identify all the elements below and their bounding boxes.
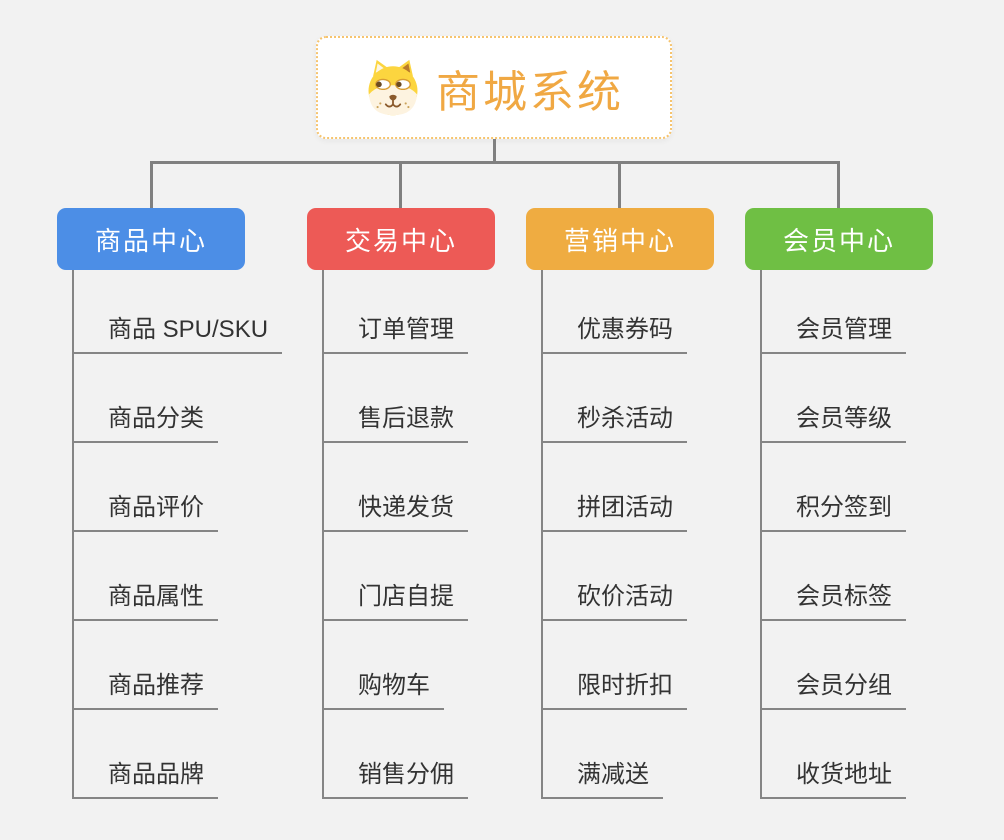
branch-child-label: 满减送 xyxy=(543,754,663,799)
branch-child-label: 销售分佣 xyxy=(324,754,468,799)
connector-drop-1 xyxy=(150,161,153,208)
branch-child-item[interactable]: 会员等级 xyxy=(762,354,906,443)
branch-column: 会员中心 会员管理会员等级积分签到会员标签会员分组收货地址 xyxy=(745,208,933,799)
branch-child-label: 快递发货 xyxy=(324,487,468,532)
branch-items: 订单管理售后退款快递发货门店自提购物车销售分佣 xyxy=(322,270,468,799)
branch-child-item[interactable]: 积分签到 xyxy=(762,443,906,532)
branch-child-item[interactable]: 商品分类 xyxy=(74,354,282,443)
branch-child-item[interactable]: 砍价活动 xyxy=(543,532,687,621)
branch-child-label: 商品品牌 xyxy=(74,754,218,799)
branch-child-item[interactable]: 商品 SPU/SKU xyxy=(74,270,283,354)
branch-child-label: 会员分组 xyxy=(762,665,906,710)
connector-drop-2 xyxy=(399,161,402,208)
branch-child-label: 商品属性 xyxy=(74,576,218,621)
branch-child-item[interactable]: 秒杀活动 xyxy=(543,354,687,443)
branch-items: 会员管理会员等级积分签到会员标签会员分组收货地址 xyxy=(760,270,906,799)
branch-child-item[interactable]: 售后退款 xyxy=(324,354,468,443)
branch-child-item[interactable]: 会员管理 xyxy=(762,270,906,354)
connector-root-drop xyxy=(493,139,496,164)
root-title: 商城系统 xyxy=(436,67,624,117)
branch-child-label: 商品评价 xyxy=(74,487,218,532)
branch-child-label: 会员等级 xyxy=(762,398,906,443)
connector-drop-4 xyxy=(837,161,840,208)
branch-header-1[interactable]: 商品中心 xyxy=(57,208,245,270)
branch-child-label: 收货地址 xyxy=(762,754,906,799)
branch-child-label: 积分签到 xyxy=(762,487,906,532)
branch-child-item[interactable]: 优惠券码 xyxy=(543,270,687,354)
branch-child-label: 售后退款 xyxy=(324,398,468,443)
branch-child-item[interactable]: 商品属性 xyxy=(74,532,282,621)
branch-child-label: 商品推荐 xyxy=(74,665,218,710)
branch-child-item[interactable]: 商品推荐 xyxy=(74,621,282,710)
branch-child-label: 商品 SPU/SKU xyxy=(74,309,283,354)
branch-column: 商品中心 商品 SPU/SKU 商品分类商品评价商品属性商品推荐商品品牌 xyxy=(57,208,283,799)
branch-child-item[interactable]: 订单管理 xyxy=(324,270,468,354)
branch-child-label: 限时折扣 xyxy=(543,665,687,710)
branch-items: 优惠券码秒杀活动拼团活动砍价活动限时折扣满减送 xyxy=(541,270,687,799)
branch-child-item[interactable]: 商品品牌 xyxy=(74,710,282,799)
branch-child-item[interactable]: 会员分组 xyxy=(762,621,906,710)
branch-child-label: 优惠券码 xyxy=(543,309,687,354)
branch-items: 商品 SPU/SKU 商品分类商品评价商品属性商品推荐商品品牌 xyxy=(72,270,283,799)
branch-child-label: 商品分类 xyxy=(74,398,218,443)
branch-header-2[interactable]: 交易中心 xyxy=(307,208,495,270)
branch-child-label: 会员标签 xyxy=(762,576,906,621)
branch-child-item[interactable]: 拼团活动 xyxy=(543,443,687,532)
branch-child-item[interactable]: 限时折扣 xyxy=(543,621,687,710)
branch-child-label: 拼团活动 xyxy=(543,487,687,532)
branch-child-item[interactable]: 商品评价 xyxy=(74,443,282,532)
branch-child-label: 砍价活动 xyxy=(543,576,687,621)
branch-child-item[interactable]: 购物车 xyxy=(324,621,468,710)
connector-drop-3 xyxy=(618,161,621,208)
branch-child-label: 会员管理 xyxy=(762,309,906,354)
branch-column: 交易中心 订单管理售后退款快递发货门店自提购物车销售分佣 xyxy=(307,208,495,799)
branch-child-label: 购物车 xyxy=(324,665,444,710)
branch-header-4[interactable]: 会员中心 xyxy=(745,208,933,270)
doge-icon xyxy=(368,59,418,115)
branch-child-item[interactable]: 会员标签 xyxy=(762,532,906,621)
branch-column: 营销中心 优惠券码秒杀活动拼团活动砍价活动限时折扣满减送 xyxy=(526,208,714,799)
branch-child-label: 订单管理 xyxy=(324,309,468,354)
branch-child-item[interactable]: 快递发货 xyxy=(324,443,468,532)
branch-child-item[interactable]: 满减送 xyxy=(543,710,687,799)
branch-child-item[interactable]: 销售分佣 xyxy=(324,710,468,799)
branch-child-label: 门店自提 xyxy=(324,576,468,621)
branch-header-3[interactable]: 营销中心 xyxy=(526,208,714,270)
branch-child-item[interactable]: 收货地址 xyxy=(762,710,906,799)
branch-child-item[interactable]: 门店自提 xyxy=(324,532,468,621)
connector-bus xyxy=(150,161,840,164)
root-node[interactable]: 商城系统 xyxy=(316,36,672,139)
branch-child-label: 秒杀活动 xyxy=(543,398,687,443)
